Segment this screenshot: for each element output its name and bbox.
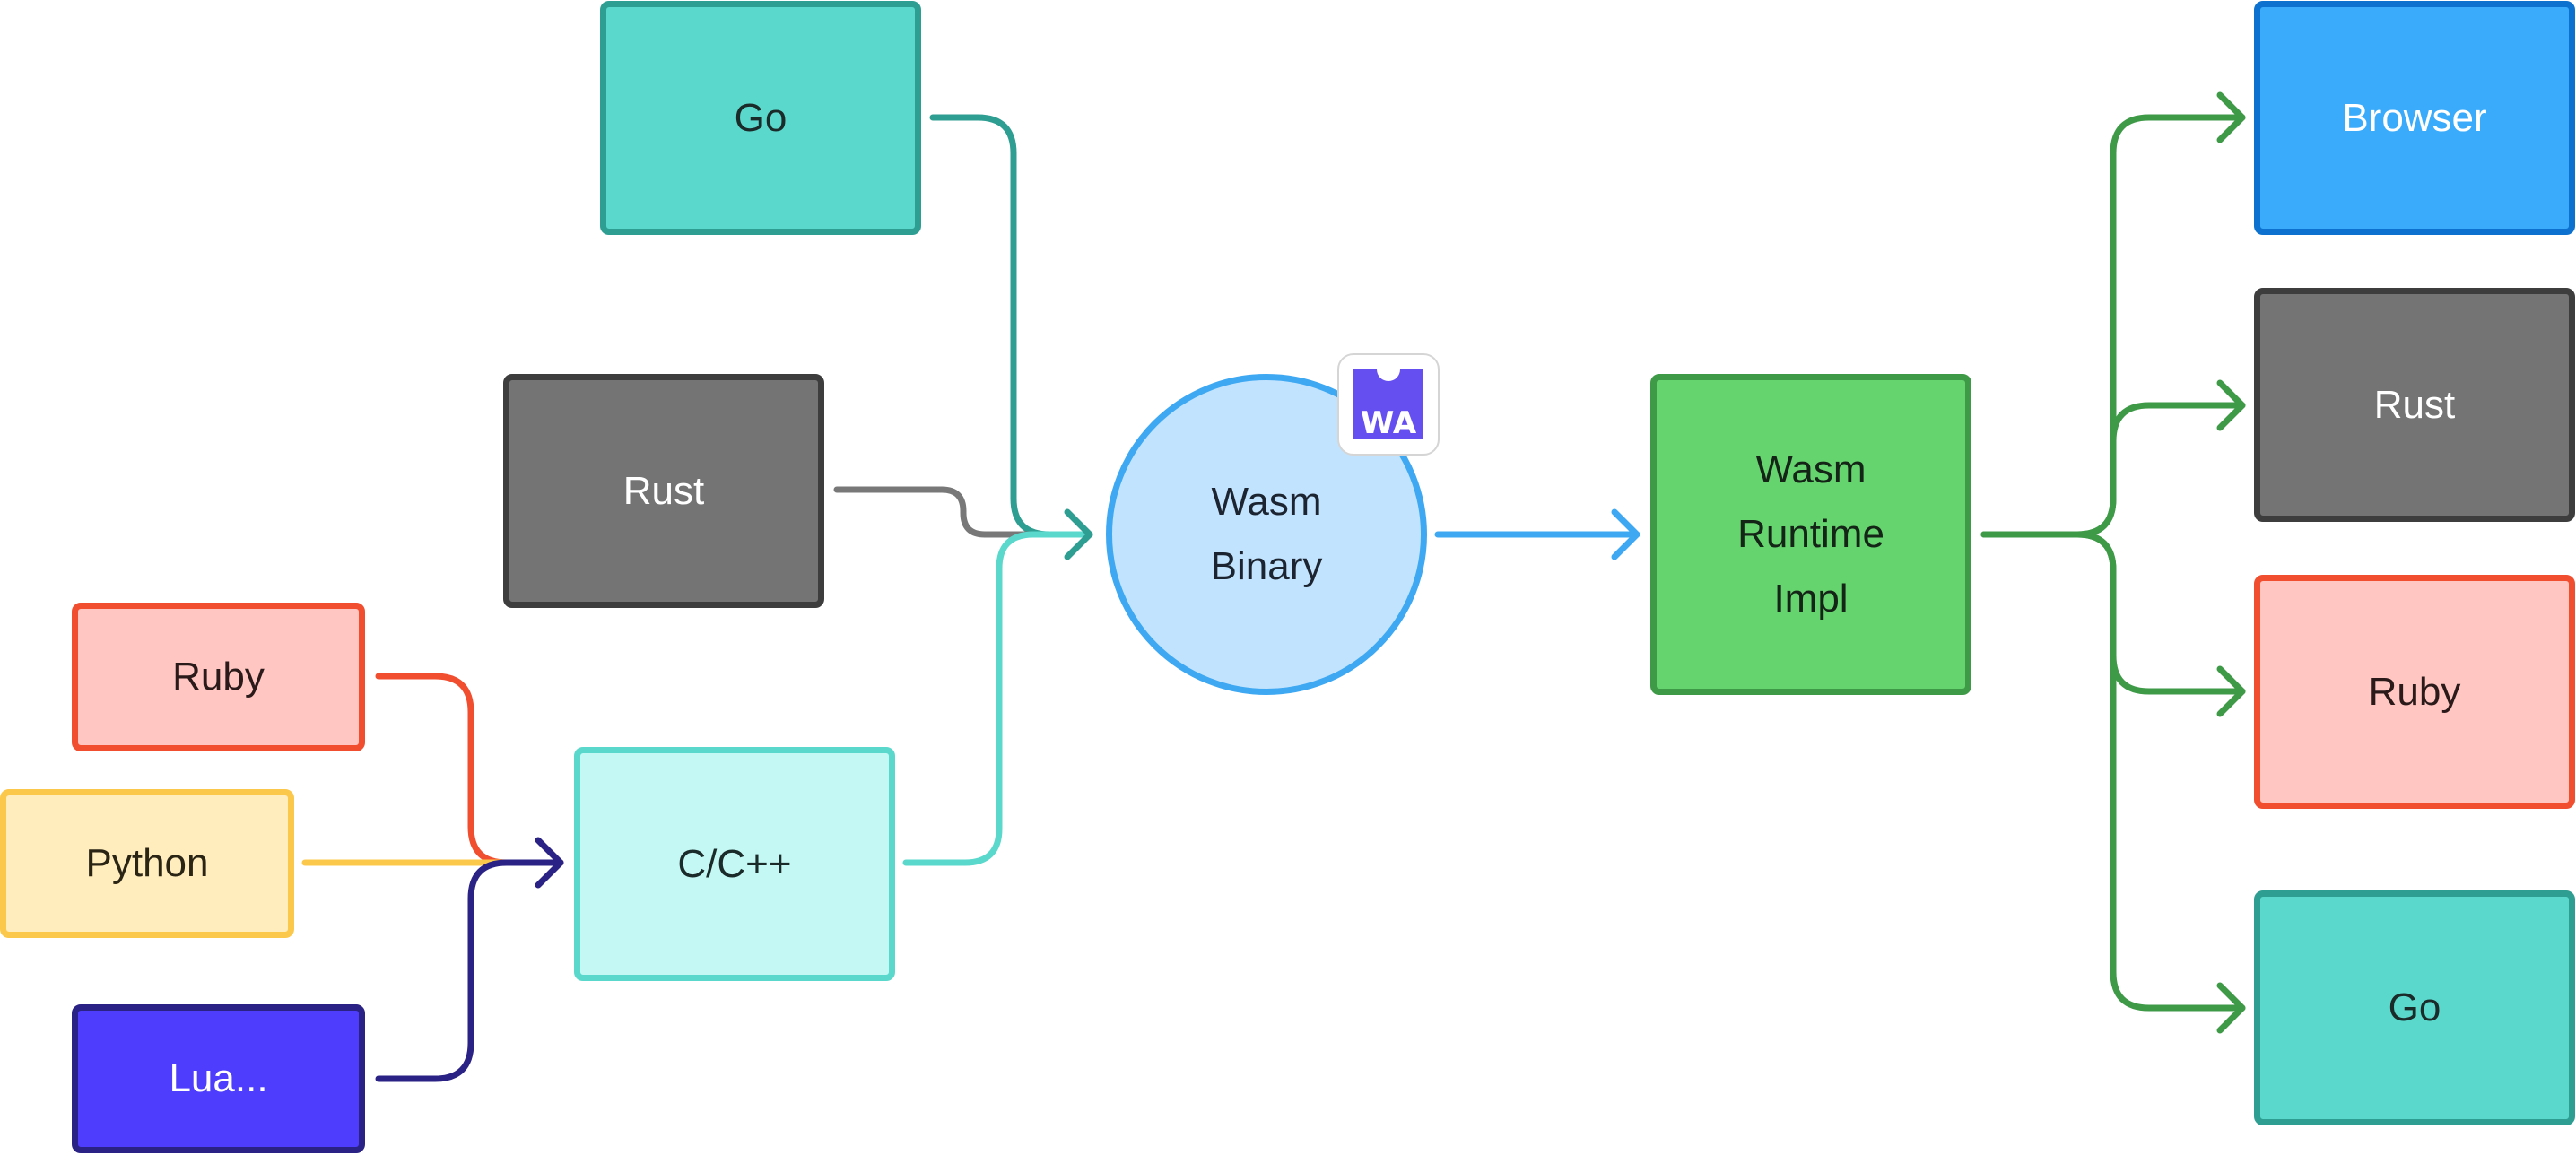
arrowhead-ruby-target [2216, 665, 2246, 717]
arrowhead-runtime-input [1611, 508, 1640, 560]
source-go-node[interactable]: Go [600, 1, 921, 235]
arrowhead-rust-target [2216, 379, 2246, 431]
source-cpp-node[interactable]: C/C++ [574, 747, 895, 981]
source-cpp-label: C/C++ [677, 841, 792, 886]
edge-ruby-to-cpp [375, 673, 564, 866]
wasm-runtime-label-line3: Impl [1773, 577, 1849, 621]
webassembly-logo-icon: WA [1337, 353, 1440, 456]
webassembly-logo-graphic: WA [1353, 369, 1423, 441]
target-browser-label: Browser [2342, 95, 2487, 140]
wasm-runtime-node[interactable]: Wasm Runtime Impl [1650, 374, 1971, 695]
source-rust-label: Rust [622, 468, 705, 513]
edge-lua-to-cpp [375, 859, 564, 1082]
arrowhead-browser [2216, 91, 2246, 143]
source-ruby-node[interactable]: Ruby [72, 603, 365, 751]
source-go-label: Go [734, 95, 788, 140]
target-rust-label: Rust [2373, 382, 2456, 427]
target-go-node[interactable]: Go [2254, 890, 2575, 1125]
edge-go-to-binary [929, 114, 1093, 538]
arrowhead-binary-input [1064, 508, 1093, 560]
source-lua-label: Lua... [169, 1056, 268, 1100]
wasm-binary-label-line1: Wasm [1211, 480, 1322, 524]
wasm-binary-label-line2: Binary [1210, 544, 1323, 588]
source-rust-node[interactable]: Rust [503, 374, 824, 608]
source-python-node[interactable]: Python [0, 789, 294, 938]
edge-rust-to-binary [833, 486, 1093, 538]
arrowhead-go-target [2216, 982, 2246, 1034]
wasm-runtime-label-line2: Runtime [1737, 512, 1884, 556]
target-ruby-label: Ruby [2368, 669, 2461, 714]
target-ruby-node[interactable]: Ruby [2254, 575, 2575, 809]
source-python-label: Python [85, 841, 209, 885]
source-lua-node[interactable]: Lua... [72, 1004, 365, 1153]
target-rust-node[interactable]: Rust [2254, 288, 2575, 522]
target-browser-node[interactable]: Browser [2254, 1, 2575, 235]
edge-runtime-to-go [1980, 531, 2246, 1012]
target-go-label: Go [2388, 986, 2441, 1029]
edge-cpp-to-binary [902, 531, 1093, 866]
webassembly-logo-text: WA [1361, 405, 1417, 441]
wasm-runtime-label-line1: Wasm [1755, 447, 1867, 491]
arrowhead-cpp-input [535, 837, 564, 889]
edge-runtime-to-rust [1980, 402, 2246, 538]
source-ruby-label: Ruby [172, 655, 265, 699]
